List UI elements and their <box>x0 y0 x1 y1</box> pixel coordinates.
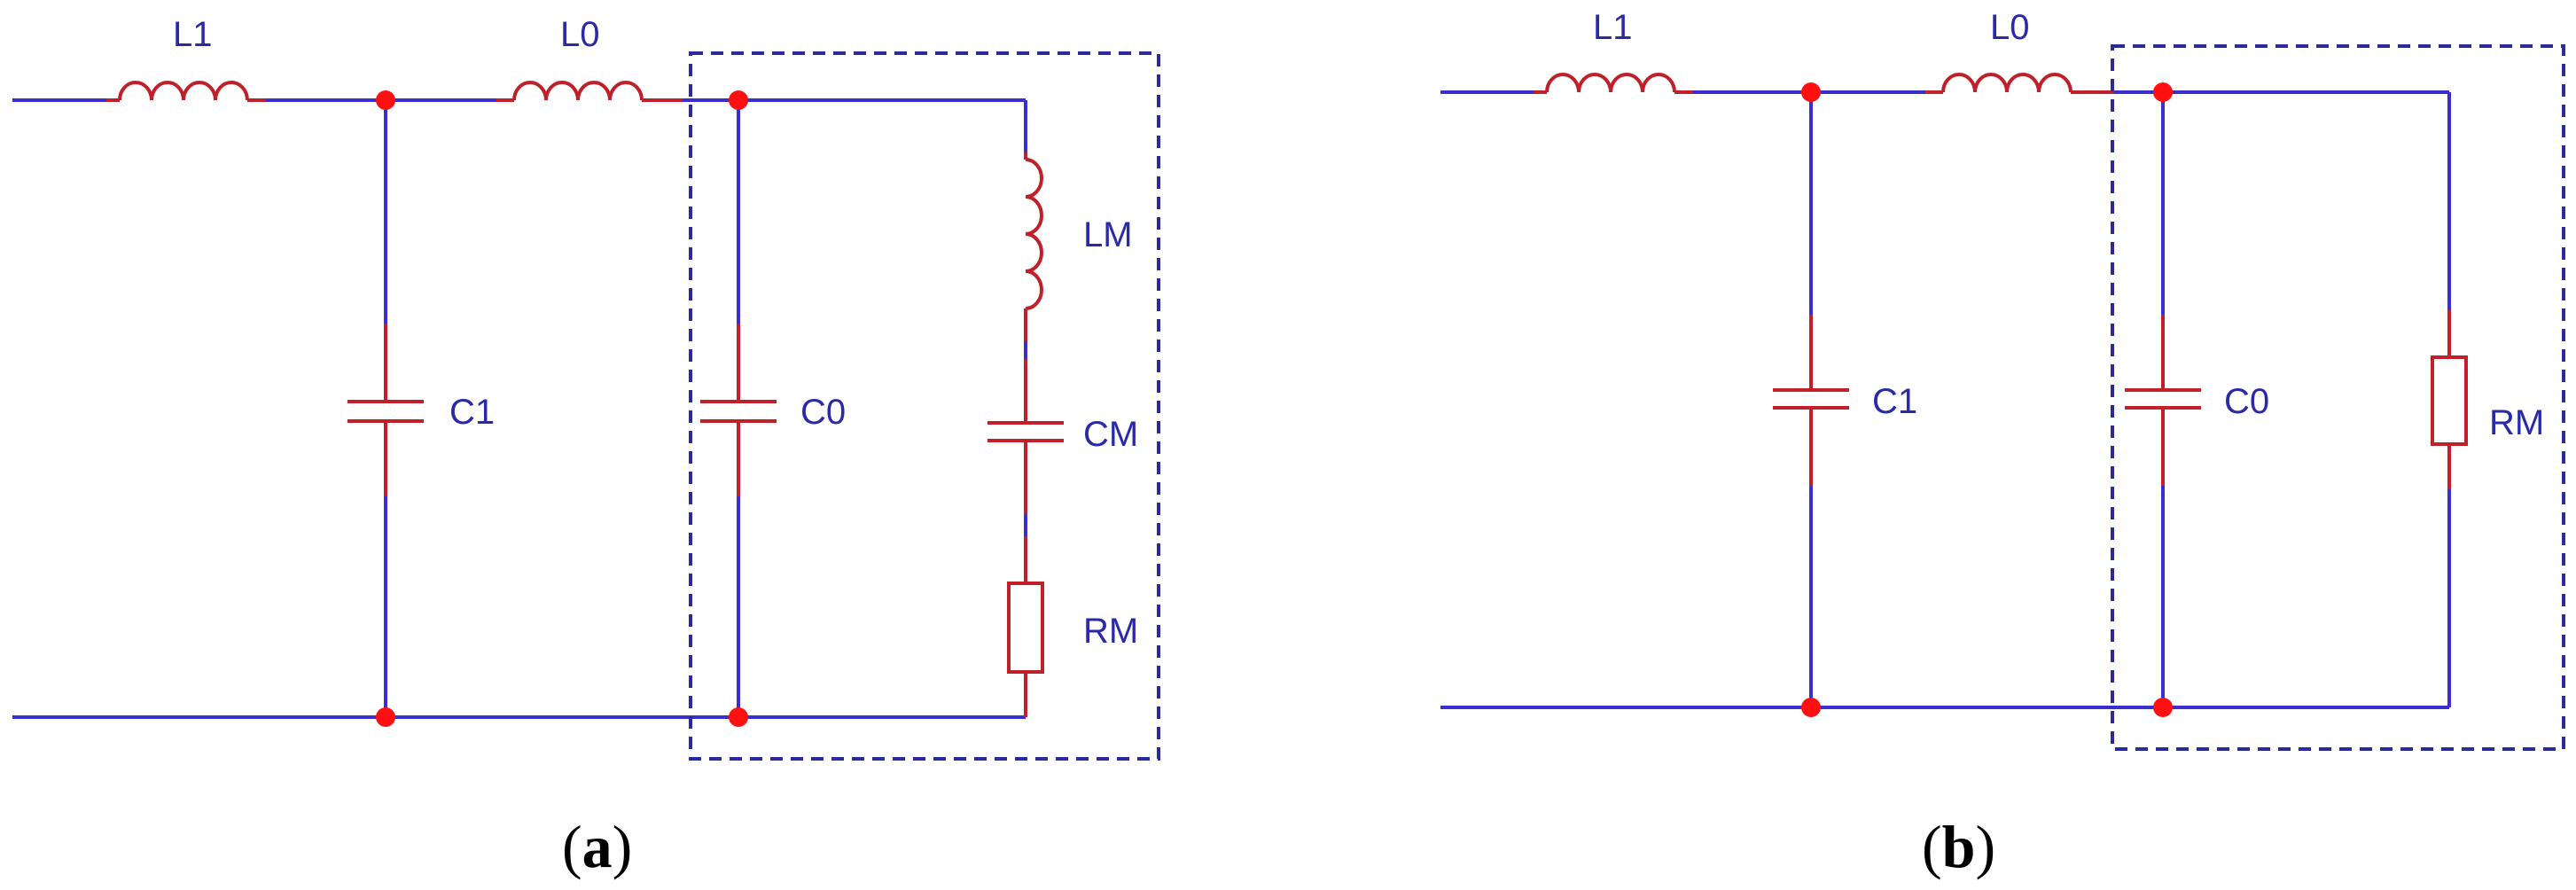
b-node-c1-bottom <box>1801 698 1821 717</box>
b-caption: (b) <box>1922 813 1995 880</box>
b-node-c1-top <box>1801 82 1821 102</box>
a-label-lm: LM <box>1083 215 1133 254</box>
a-capacitor-c0 <box>700 324 777 496</box>
b-label-c0: C0 <box>2224 382 2269 421</box>
b-label-c1: C1 <box>1872 382 1917 421</box>
a-inductor-lm <box>1024 152 1043 341</box>
a-label-rm: RM <box>1083 612 1138 651</box>
a-resistor-rm <box>1007 536 1044 717</box>
a-capacitor-cm <box>987 359 1064 514</box>
a-label-l0: L0 <box>560 15 600 54</box>
a-caption: (a) <box>562 813 632 880</box>
a-node-c1-bottom <box>376 707 395 727</box>
a-label-c1: C1 <box>449 393 495 432</box>
a-node-c0-bottom <box>729 707 748 727</box>
a-dashed-box <box>689 51 1160 761</box>
b-node-c0-bottom <box>2153 698 2173 717</box>
b-inductor-l0 <box>1925 73 2114 94</box>
panel-a-circuit: L1 L0 C1 C0 LM CM RM (a) <box>12 15 1160 880</box>
a-inductor-l0 <box>496 81 683 102</box>
b-capacitor-c1 <box>1773 315 1849 486</box>
b-capacitor-c0 <box>2125 315 2201 486</box>
b-label-rm: RM <box>2489 403 2544 442</box>
a-label-l1: L1 <box>173 15 213 54</box>
a-inductor-l1 <box>106 81 266 102</box>
a-capacitor-c1 <box>347 324 424 496</box>
a-node-c1-top <box>376 90 395 110</box>
panel-b-circuit: L1 L0 C1 C0 RM (b) <box>1440 8 2565 880</box>
b-node-c0-top <box>2153 82 2173 102</box>
b-resistor-rm <box>2431 310 2468 489</box>
b-dashed-box <box>2111 44 2565 751</box>
a-label-c0: C0 <box>800 393 846 432</box>
b-label-l0: L0 <box>1990 8 2030 47</box>
a-node-c0-top <box>729 90 748 110</box>
a-label-cm: CM <box>1083 415 1138 454</box>
b-inductor-l1 <box>1534 73 1693 94</box>
b-label-l1: L1 <box>1593 8 1633 47</box>
